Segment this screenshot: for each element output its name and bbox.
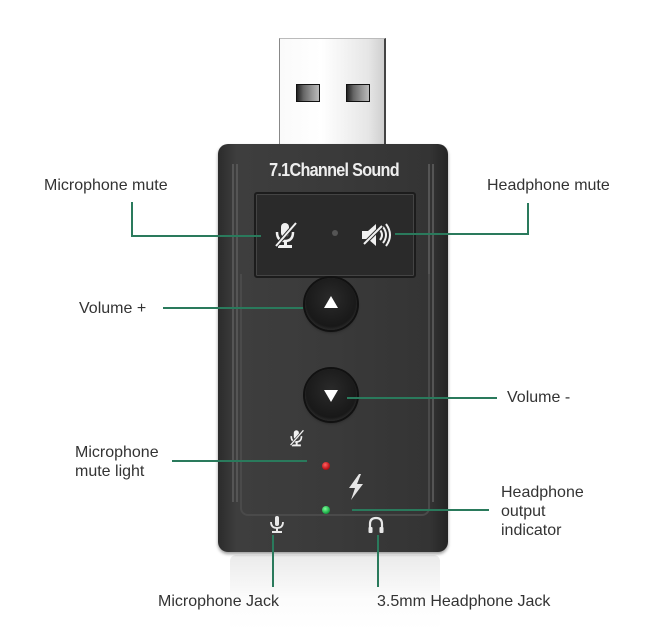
callout-line-headphone-mute	[527, 203, 529, 235]
volume-down-button[interactable]	[305, 369, 357, 421]
lightning-icon	[349, 474, 363, 500]
device-reflection	[230, 555, 440, 630]
callout-line-mic-mute-light	[172, 460, 307, 462]
label-volume-down: Volume -	[507, 389, 571, 406]
callout-line-headphone-output	[352, 509, 489, 511]
headphone-output-led	[322, 506, 330, 514]
label-headphone-output-3: indicator	[501, 522, 562, 539]
triangle-down-icon	[324, 390, 338, 402]
sound-card-body: 7.1Channel Sound	[218, 144, 448, 552]
label-microphone-mute: Microphone mute	[44, 177, 168, 194]
callout-line-mic-mute	[131, 235, 261, 237]
lower-panel-outline	[240, 274, 430, 516]
microphone-icon[interactable]	[269, 516, 285, 534]
side-rail	[232, 164, 234, 502]
usb-contact-hole	[296, 84, 320, 102]
mute-button-panel	[254, 192, 416, 278]
callout-line-volume-up	[163, 307, 303, 309]
volume-up-button[interactable]	[305, 278, 357, 330]
headphone-icon[interactable]	[368, 516, 384, 534]
microphone-muted-icon	[289, 429, 305, 447]
label-mic-mute-light-2: mute light	[75, 463, 145, 480]
microphone-muted-icon[interactable]	[272, 220, 300, 250]
callout-line-mic-jack	[272, 535, 274, 587]
usb-contact-hole	[346, 84, 370, 102]
callout-line-mic-mute	[131, 202, 133, 236]
device-title: 7.1Channel Sound	[269, 160, 400, 180]
callout-line-headphone-mute	[395, 233, 529, 235]
status-dot	[332, 230, 338, 236]
speaker-muted-icon[interactable]	[360, 220, 394, 250]
side-rail	[432, 164, 434, 502]
label-headphone-jack: 3.5mm Headphone Jack	[377, 593, 551, 610]
label-volume-up: Volume +	[79, 300, 147, 317]
triangle-up-icon	[324, 296, 338, 308]
label-headphone-mute: Headphone mute	[487, 177, 610, 194]
callout-line-headphone-jack	[377, 535, 379, 587]
label-headphone-output-2: output	[501, 503, 546, 520]
label-mic-mute-light-1: Microphone	[75, 444, 159, 461]
label-microphone-jack: Microphone Jack	[158, 593, 279, 610]
usb-plug	[279, 38, 386, 147]
mic-mute-led	[322, 462, 330, 470]
callout-line-volume-down	[347, 397, 497, 399]
label-headphone-output-1: Headphone	[501, 484, 584, 501]
side-rail	[236, 164, 238, 502]
device-title-band: 7.1Channel Sound	[254, 156, 414, 186]
